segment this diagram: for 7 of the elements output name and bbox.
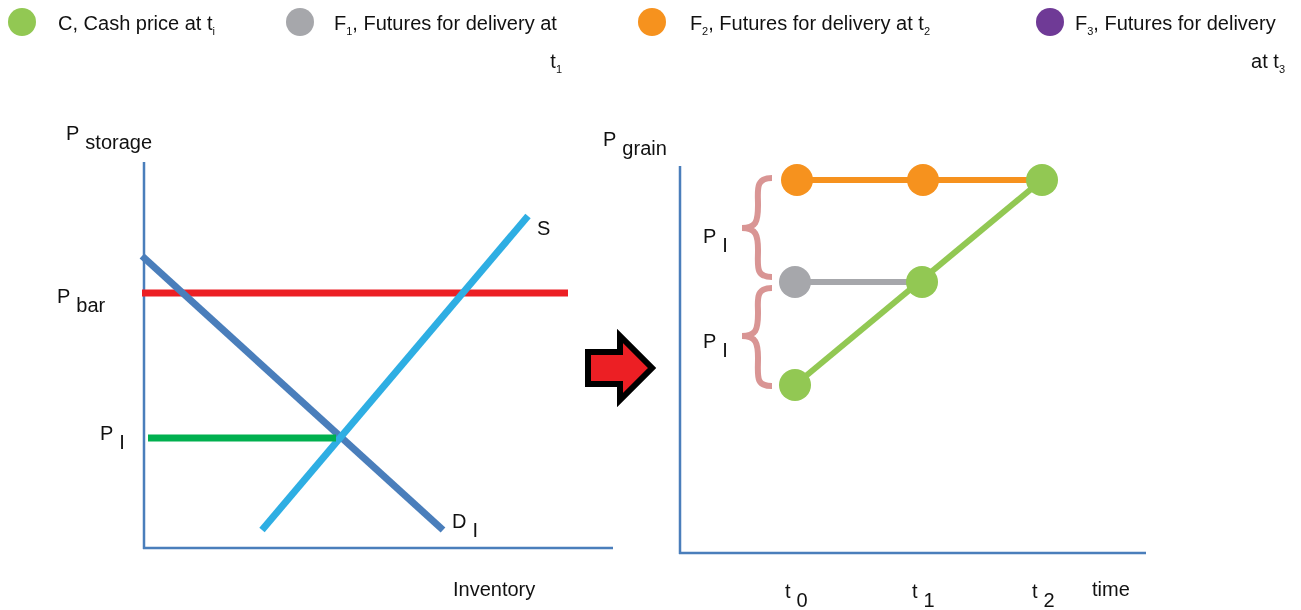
axis-label: time <box>1092 578 1130 600</box>
legend-label: F$_{2}$, Futures for delivery at t$_{2}$ <box>688 11 930 39</box>
legend-label: F$_{1}$, Futures for delivery at t$_{1}$ <box>334 11 562 77</box>
curve-label: S <box>537 217 551 239</box>
axis-label: Inventory <box>453 578 536 600</box>
legend-label: C, Cash price at t$_{i}$ <box>57 11 215 39</box>
legend-label: F$_{3}$, Futures for delivery at t$_{3}$ <box>1075 11 1285 77</box>
